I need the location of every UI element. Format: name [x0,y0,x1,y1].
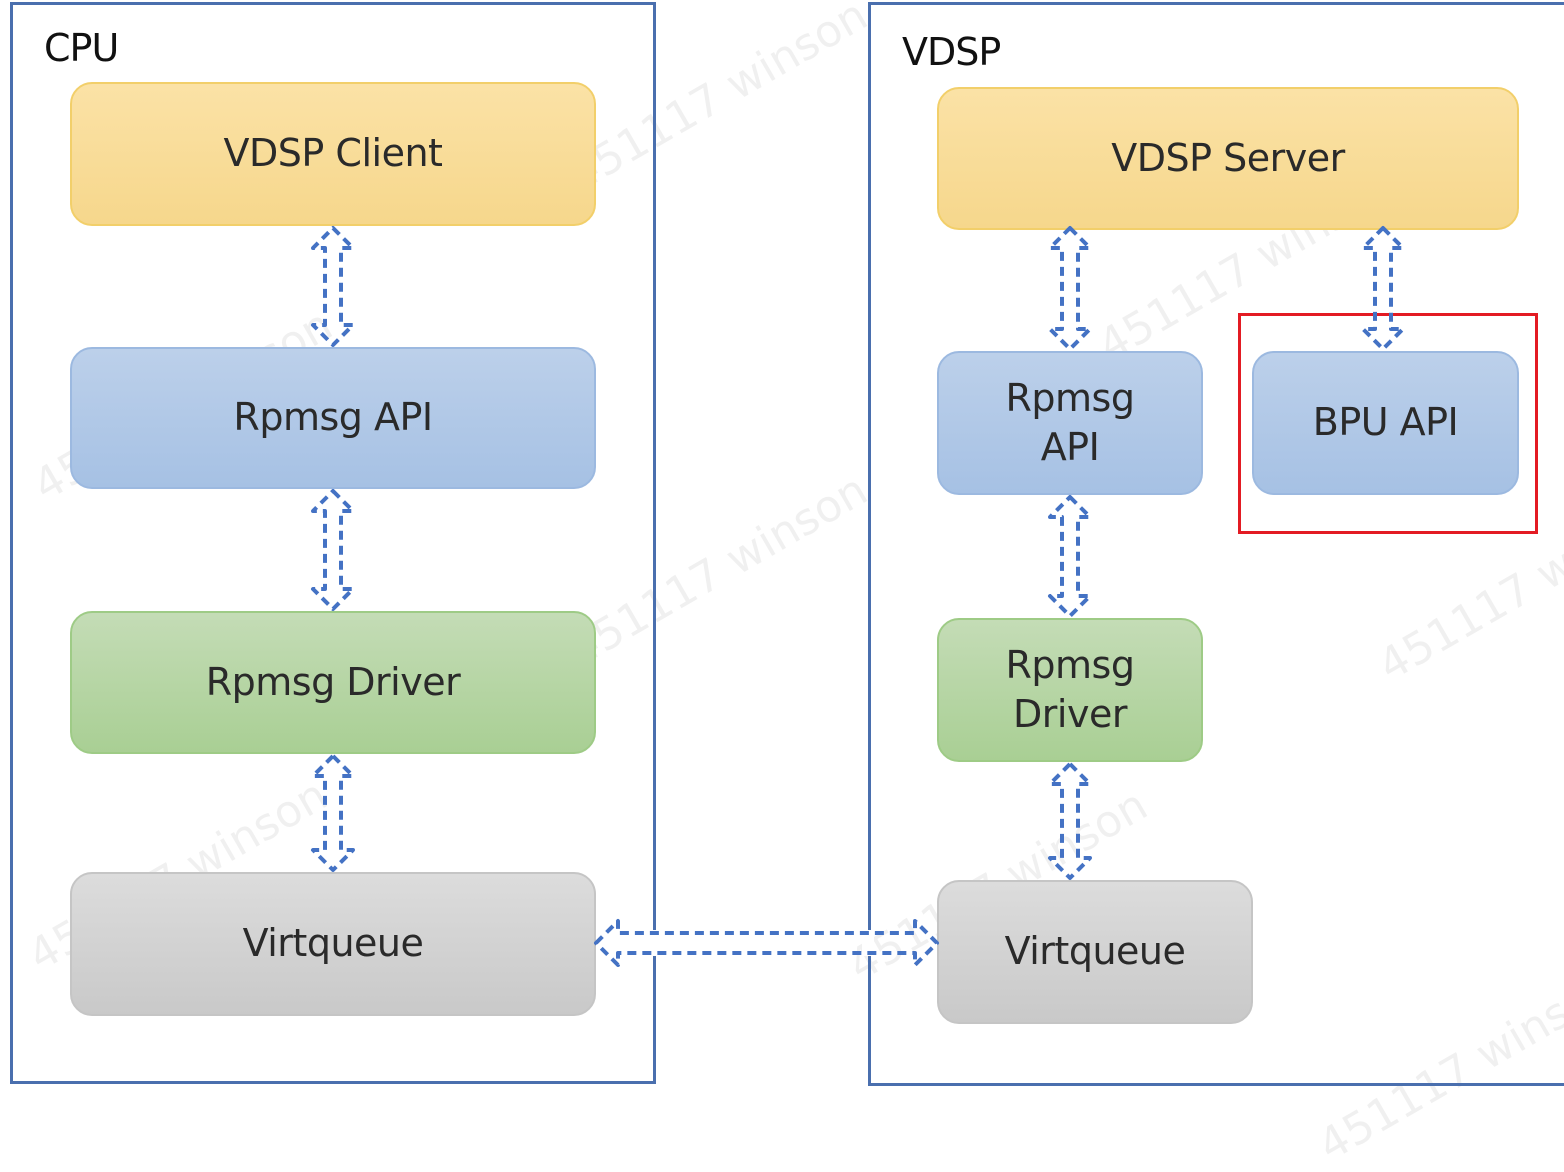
cpu-panel [10,2,656,1084]
cpu-panel-title: CPU [44,26,119,70]
arrow-server-to-bpu-api [1361,226,1405,351]
cpu-rpmsg-driver-node: Rpmsg Driver [70,611,596,754]
vdsp-virtqueue-node: Virtqueue [937,880,1253,1024]
vdsp-server-node: VDSP Server [937,87,1519,230]
arrow-vdsp-driver-to-virtqueue [1048,762,1092,880]
vdsp-client-node: VDSP Client [70,82,596,226]
bpu-api-node: BPU API [1252,351,1519,495]
vdsp-panel [868,2,1564,1086]
arrow-vdsp-api-to-driver [1048,495,1092,618]
arrow-cpu-driver-to-virtqueue [311,754,355,872]
vdsp-rpmsg-driver-node: Rpmsg Driver [937,618,1203,762]
arrow-cpu-api-to-driver [311,489,355,611]
vdsp-rpmsg-api-node: Rpmsg API [937,351,1203,495]
arrow-server-to-vdsp-rpmsg-api [1048,226,1092,351]
connector-arrows [311,226,1405,967]
arrow-client-to-rpmsg-api [311,226,355,347]
bpu-api-highlight-box [1238,313,1538,534]
vdsp-panel-title: VDSP [902,30,1001,74]
arrow-cpu-virtqueue-to-vdsp-virtqueue [594,919,939,967]
cpu-rpmsg-api-node: Rpmsg API [70,347,596,489]
cpu-virtqueue-node: Virtqueue [70,872,596,1016]
